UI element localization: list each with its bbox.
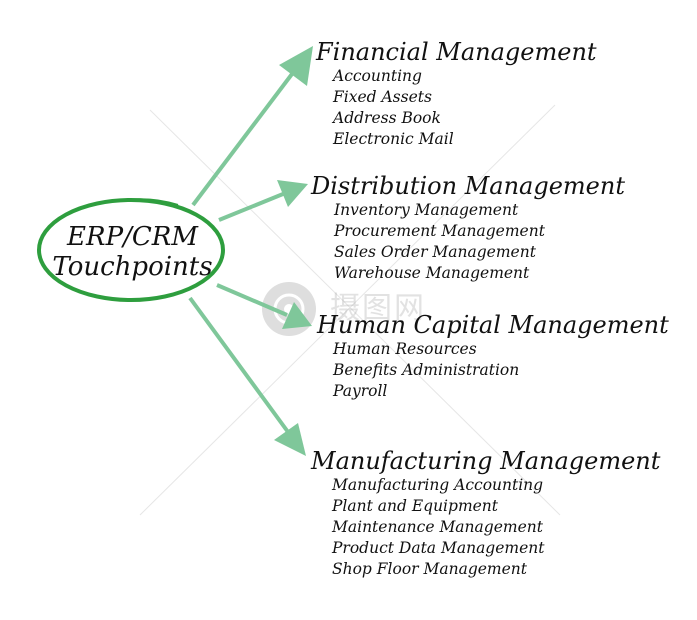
ellipse-tail-stroke (117, 198, 179, 206)
category-item: Electronic Mail (333, 130, 454, 148)
category-heading: Human Capital Management (317, 311, 669, 339)
category-heading: Distribution Management (311, 172, 625, 200)
category-financial-management: Financial Management Accounting Fixed As… (316, 38, 597, 150)
category-item: Address Book (333, 109, 441, 127)
category-item: Human Resources (333, 340, 477, 358)
category-item-list: Manufacturing Accounting Plant and Equip… (332, 475, 660, 580)
category-item: Benefits Administration (333, 361, 520, 379)
watermark-lines (139, 104, 561, 516)
category-item: Accounting (333, 67, 422, 85)
arrow-to-manufacturing (188, 296, 306, 456)
category-item: Manufacturing Accounting (332, 476, 544, 494)
category-item-list: Human Resources Benefits Administration … (333, 339, 669, 402)
center-label-line2: Touchpoints (52, 252, 213, 282)
category-item: Plant and Equipment (332, 497, 499, 515)
arrow-to-financial (191, 46, 313, 207)
category-item: Shop Floor Management (332, 560, 528, 578)
category-item: Maintenance Management (332, 518, 543, 536)
category-heading: Manufacturing Management (311, 447, 661, 475)
watermark-line (139, 104, 556, 516)
category-item: Fixed Assets (333, 88, 432, 106)
arrows-group (188, 46, 313, 456)
category-item-list: Accounting Fixed Assets Address Book Ele… (333, 66, 597, 150)
category-item: Warehouse Management (334, 264, 530, 282)
category-manufacturing-management: Manufacturing Management Manufacturing A… (311, 447, 660, 580)
category-human-capital-management: Human Capital Management Human Resources… (317, 311, 669, 402)
category-item: Sales Order Management (334, 243, 536, 261)
category-item: Payroll (333, 382, 388, 400)
category-heading: Financial Management (316, 38, 597, 66)
category-item: Inventory Management (334, 201, 519, 219)
watermark-line (149, 109, 561, 516)
category-distribution-management: Distribution Management Inventory Manage… (311, 172, 625, 284)
arrow-to-human-capital (216, 283, 312, 329)
arrow-to-distribution (218, 180, 308, 222)
category-item: Product Data Management (332, 539, 545, 557)
category-item-list: Inventory Management Procurement Managem… (334, 200, 625, 284)
center-label: ERP/CRM Touchpoints (40, 222, 225, 282)
watermark-text: 摄图网 (330, 291, 426, 326)
category-item: Procurement Management (334, 222, 545, 240)
center-label-line1: ERP/CRM (67, 222, 198, 252)
